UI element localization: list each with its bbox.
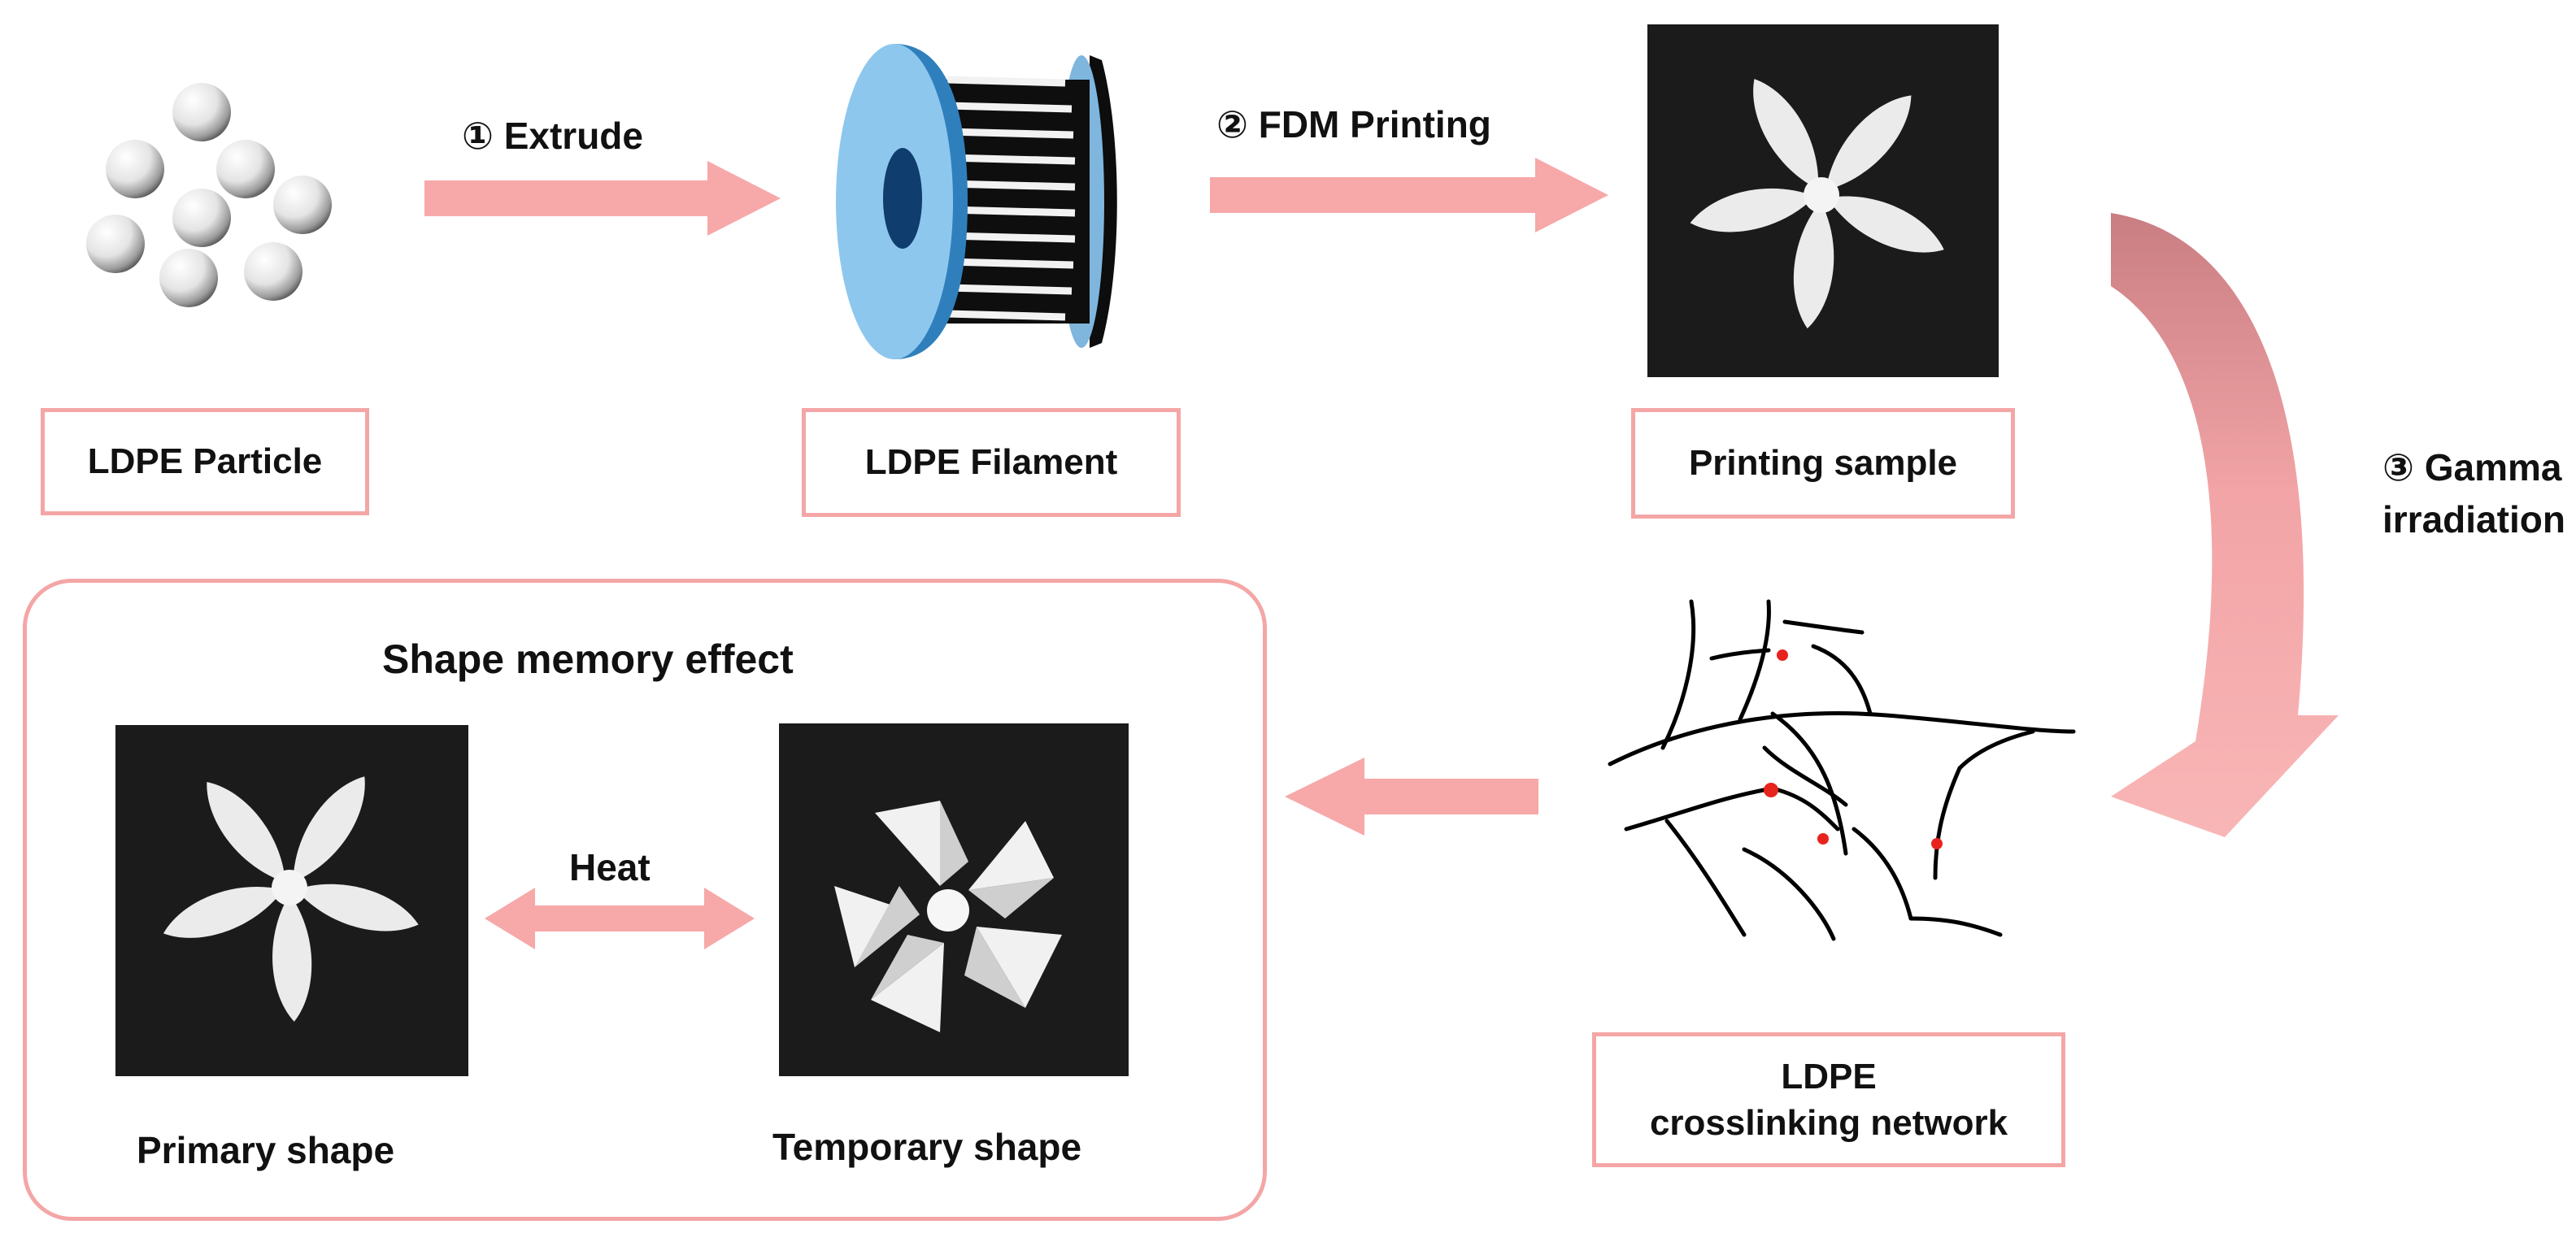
temporary-shape-photo [779,723,1129,1076]
printing-sample-label-box: Printing sample [1631,408,2015,519]
fdm-printing-arrow [1210,158,1608,232]
heat-double-arrow [485,888,755,949]
primary-shape-label: Primary shape [137,1129,395,1171]
spool-hole [883,148,922,249]
primary-shape-photo [115,725,468,1076]
particle-bead [172,83,231,141]
gamma-irradiation-arrow [2111,213,2339,837]
gamma-irradiation-step-label-line1: ③ Gamma [2382,446,2562,489]
extrude-arrow [424,161,781,236]
crosslinking-network-label-line2: crosslinking network [1649,1103,2008,1143]
particle-bead [159,249,218,307]
ldpe-filament-label: LDPE Filament [864,442,1118,483]
ldpe-particle-label: LDPE Particle [87,441,323,482]
crosslinking-network-label-box: LDPE crosslinking network [1592,1032,2065,1167]
extrude-step-label: ① Extrude [462,115,643,157]
crosslinking-network-illustration [1608,599,2076,941]
shape-memory-panel [23,579,1267,1221]
temporary-shape-label: Temporary shape [772,1126,1082,1168]
particle-bead [273,176,332,234]
particle-bead [86,215,145,273]
five-petal-flower-print [1690,79,1944,329]
crosslinking-network-label-line1: LDPE [1781,1056,1877,1097]
fdm-printing-step-label: ② FDM Printing [1216,103,1491,145]
crosslink-point [1777,649,1788,661]
ldpe-filament-label-box: LDPE Filament [802,408,1181,517]
crosslink-point [1764,783,1778,797]
crosslink-point [1931,838,1943,849]
particle-bead [106,140,164,198]
ldpe-particles-illustration [86,83,332,307]
five-petal-flower-primary [163,776,419,1022]
shape-memory-title: Shape memory effect [382,636,794,682]
particle-bead [172,189,231,247]
ldpe-particle-label-box: LDPE Particle [41,408,369,515]
crosslink-point [1817,833,1829,845]
particle-bead [216,140,275,198]
heat-label: Heat [569,846,651,888]
gamma-irradiation-step-label-line2: irradiation [2382,498,2565,541]
to-shape-memory-arrow [1285,758,1538,836]
printing-sample-photo [1647,24,1999,377]
printing-sample-label: Printing sample [1688,443,1958,484]
folded-flower-temporary [834,801,1062,1032]
ldpe-filament-spool-illustration [836,44,1117,359]
particle-bead [244,242,302,301]
